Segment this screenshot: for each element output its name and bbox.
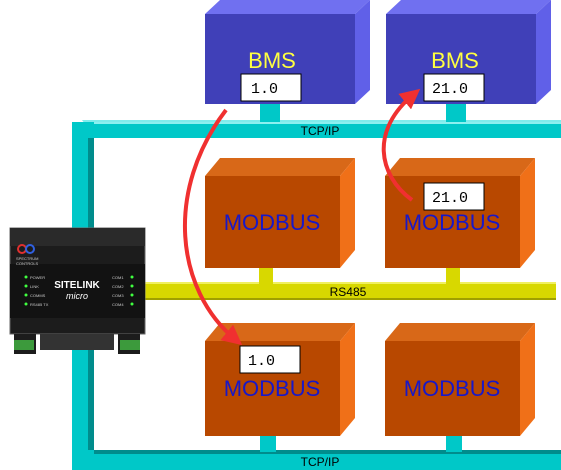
led-label: COM4 <box>112 302 124 307</box>
led-com2-icon <box>130 284 134 288</box>
modbus-top-left: MODBUS <box>205 158 355 268</box>
bms-right-label: BMS <box>431 48 479 73</box>
led-power-icon <box>24 275 28 279</box>
led-com1-icon <box>130 275 134 279</box>
value-modbus-bottom-left: 1.0 <box>248 353 275 370</box>
led-label: COM3 <box>112 293 124 298</box>
led-label: POWER <box>30 275 45 280</box>
modbus-bottom-right: MODBUS <box>385 323 535 452</box>
value-box-modbus-top-right: 21.0 <box>423 182 485 211</box>
led-label: COM1 <box>112 275 124 280</box>
logo-text-1: SPECTRUM <box>16 256 38 261</box>
arrow-bms-to-modbus <box>182 108 243 346</box>
led-com3-icon <box>130 293 134 297</box>
logo-text-2: CONTROLS <box>16 261 39 266</box>
value-bms-left: 1.0 <box>251 81 278 98</box>
leds-right: COM1 COM2 COM3 COM4 <box>112 275 134 307</box>
rs485-label: RS485 <box>330 285 367 299</box>
led-label: RS485 TX <box>30 302 49 307</box>
led-link-icon <box>24 284 28 288</box>
modbus-top-left-label: MODBUS <box>224 210 321 235</box>
tcpip-bottom-bus: TCP/IP <box>72 450 561 470</box>
led-label: LINK <box>30 284 39 289</box>
led-com4-icon <box>130 302 134 306</box>
arrow-modbus-to-bms <box>381 88 421 202</box>
bms-right: BMS <box>386 0 551 122</box>
tcpip-top-label: TCP/IP <box>301 124 340 138</box>
bms-left-label: BMS <box>248 48 296 73</box>
value-box-bms-left: 1.0 <box>240 73 302 102</box>
led-rs485-icon <box>24 302 28 306</box>
bms-left: BMS <box>205 0 370 122</box>
led-label: COMMS <box>30 293 46 298</box>
modbus-bottom-left-label: MODBUS <box>224 376 321 401</box>
rs485-bus: RS485 <box>140 268 556 300</box>
modbus-bottom-right-label: MODBUS <box>404 376 501 401</box>
led-comms-icon <box>24 293 28 297</box>
modbus-top-right-label: MODBUS <box>404 210 501 235</box>
sitelink-device: SPECTRUM CONTROLS SITELINK micro POWER L… <box>9 227 146 354</box>
modbus-top-right: MODBUS <box>385 158 535 268</box>
value-box-bms-right: 21.0 <box>423 73 485 102</box>
led-label: COM2 <box>112 284 124 289</box>
value-modbus-top-right: 21.0 <box>432 190 468 207</box>
value-box-modbus-bottom-left: 1.0 <box>239 345 301 374</box>
value-bms-right: 21.0 <box>432 81 468 98</box>
brand-sitelink: SITELINK <box>54 280 100 291</box>
modbus-bottom-left: MODBUS <box>205 323 355 452</box>
spectrum-logo: SPECTRUM CONTROLS <box>16 244 39 266</box>
tcpip-bottom-label: TCP/IP <box>301 455 340 469</box>
brand-micro: micro <box>66 291 88 301</box>
leds-left: POWER LINK COMMS RS485 TX <box>24 275 49 307</box>
